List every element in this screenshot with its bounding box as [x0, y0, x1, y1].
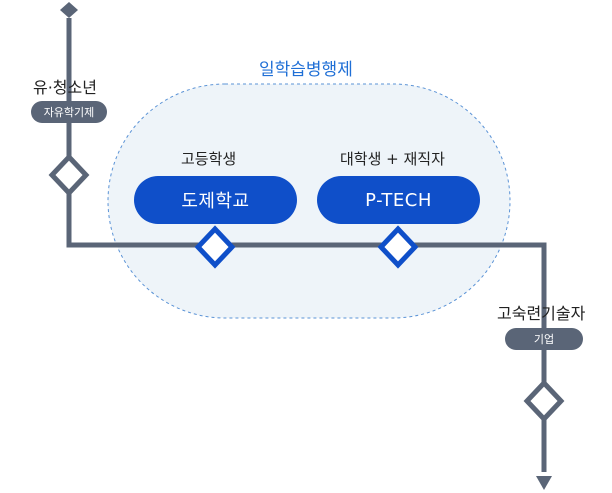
- start-label: 유·청소년: [33, 78, 97, 97]
- end-node-diamond-icon: [523, 379, 565, 423]
- university-program: P-TECH: [317, 176, 480, 224]
- high-school-program: 도제학교: [134, 176, 297, 224]
- arrow-down-icon: [536, 476, 552, 490]
- start-node-diamond-icon: [48, 153, 90, 197]
- end-label: 고숙련기술자: [497, 304, 586, 323]
- high-school-diamond-icon: [194, 225, 236, 269]
- end-badge: 기업: [505, 328, 583, 350]
- zone-title: 일학습병행제: [259, 60, 353, 80]
- high-school-label: 고등학생: [181, 150, 237, 168]
- start-badge: 자유학기제: [31, 101, 107, 123]
- university-label: 대학생 + 재직자: [340, 150, 445, 168]
- university-diamond-icon: [377, 225, 419, 269]
- start-diamond-icon: [60, 2, 78, 18]
